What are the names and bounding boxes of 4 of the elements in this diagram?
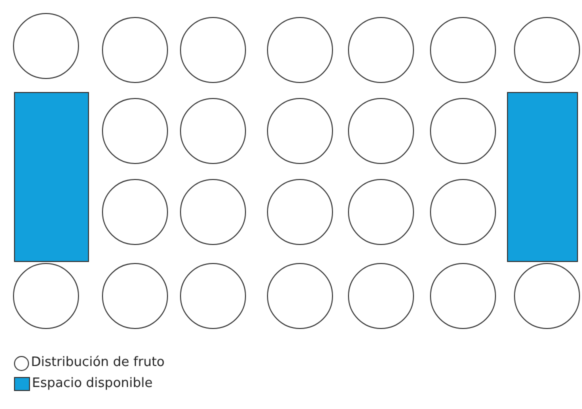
available-space-block bbox=[507, 92, 578, 262]
available-space-block bbox=[14, 92, 89, 262]
legend-label: Espacio disponible bbox=[32, 375, 153, 393]
legend-label: Distribución de fruto bbox=[31, 354, 165, 372]
